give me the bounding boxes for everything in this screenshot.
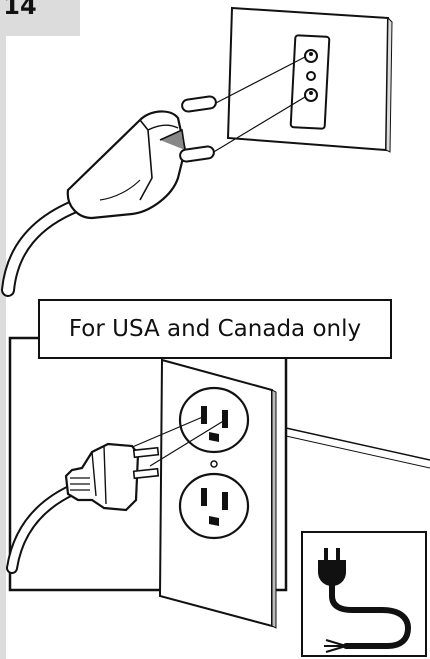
manual-page: 14	[0, 0, 430, 659]
power-cord-icon	[0, 0, 430, 659]
